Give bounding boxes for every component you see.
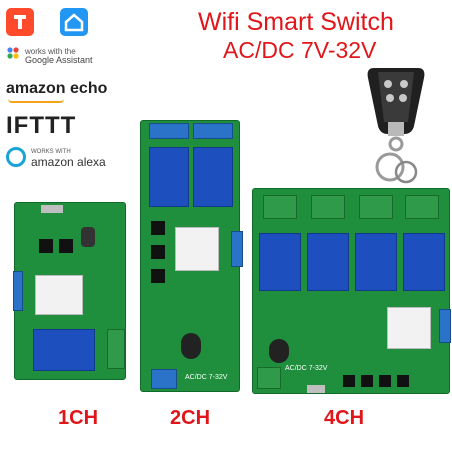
voltage-range: AC/DC 7V-32V bbox=[223, 37, 377, 63]
micro-usb-port bbox=[307, 385, 325, 393]
capacitor bbox=[269, 339, 289, 363]
google-name: Google Assistant bbox=[25, 55, 93, 65]
board-2ch: AC/DC 7-32V bbox=[140, 120, 243, 392]
google-assistant-icon bbox=[6, 46, 20, 60]
relay bbox=[259, 233, 301, 291]
relay bbox=[33, 329, 95, 371]
ifttt-logo: IFTTT bbox=[6, 112, 77, 139]
relay bbox=[149, 147, 189, 207]
push-button bbox=[397, 375, 409, 387]
alexa-caption: WORKS WITH bbox=[31, 149, 71, 155]
capacitor bbox=[181, 333, 201, 359]
capacitor bbox=[81, 227, 95, 247]
product-title: Wifi Smart Switch bbox=[198, 8, 394, 36]
power-terminal bbox=[151, 369, 177, 389]
label-4ch: 4CH bbox=[324, 407, 365, 429]
push-button bbox=[379, 375, 391, 387]
terminal-block bbox=[359, 195, 393, 219]
label-1ch: 1CH bbox=[58, 407, 99, 429]
terminal-block bbox=[107, 329, 125, 369]
push-button bbox=[151, 221, 165, 235]
push-button bbox=[39, 239, 53, 253]
label-2ch: 2CH bbox=[170, 407, 211, 429]
push-button bbox=[59, 239, 73, 253]
power-terminal bbox=[257, 367, 281, 389]
alexa-name: amazon alexa bbox=[31, 155, 106, 169]
terminal-block bbox=[405, 195, 439, 219]
terminal-block bbox=[149, 123, 189, 139]
amazon-smile-icon bbox=[8, 99, 64, 103]
relay bbox=[355, 233, 397, 291]
google-caption: works with the bbox=[25, 47, 76, 56]
smart-home-icon bbox=[60, 8, 88, 36]
micro-usb-port bbox=[41, 205, 63, 213]
alexa-icon bbox=[6, 147, 26, 167]
wifi-module bbox=[175, 227, 219, 271]
board-4ch: AC/DC 7-32V bbox=[252, 188, 451, 394]
tuya-logo-icon bbox=[6, 8, 34, 36]
wifi-module bbox=[387, 307, 431, 349]
terminal-block bbox=[311, 195, 345, 219]
board-1ch bbox=[13, 202, 126, 380]
relay bbox=[193, 147, 233, 207]
antenna-connector bbox=[231, 231, 243, 267]
amazon-echo-logo: amazon echo bbox=[6, 80, 108, 97]
antenna-connector bbox=[439, 309, 451, 343]
remote-control-icon bbox=[360, 62, 440, 187]
push-button bbox=[343, 375, 355, 387]
terminal-block bbox=[263, 195, 297, 219]
push-button bbox=[151, 245, 165, 259]
wifi-module bbox=[35, 275, 83, 315]
push-button bbox=[361, 375, 373, 387]
push-button bbox=[151, 269, 165, 283]
relay bbox=[403, 233, 445, 291]
relay bbox=[307, 233, 349, 291]
antenna-connector bbox=[13, 271, 23, 311]
board-print-4ch: AC/DC 7-32V bbox=[285, 365, 328, 372]
terminal-block bbox=[193, 123, 233, 139]
board-print-2ch: AC/DC 7-32V bbox=[185, 374, 228, 381]
